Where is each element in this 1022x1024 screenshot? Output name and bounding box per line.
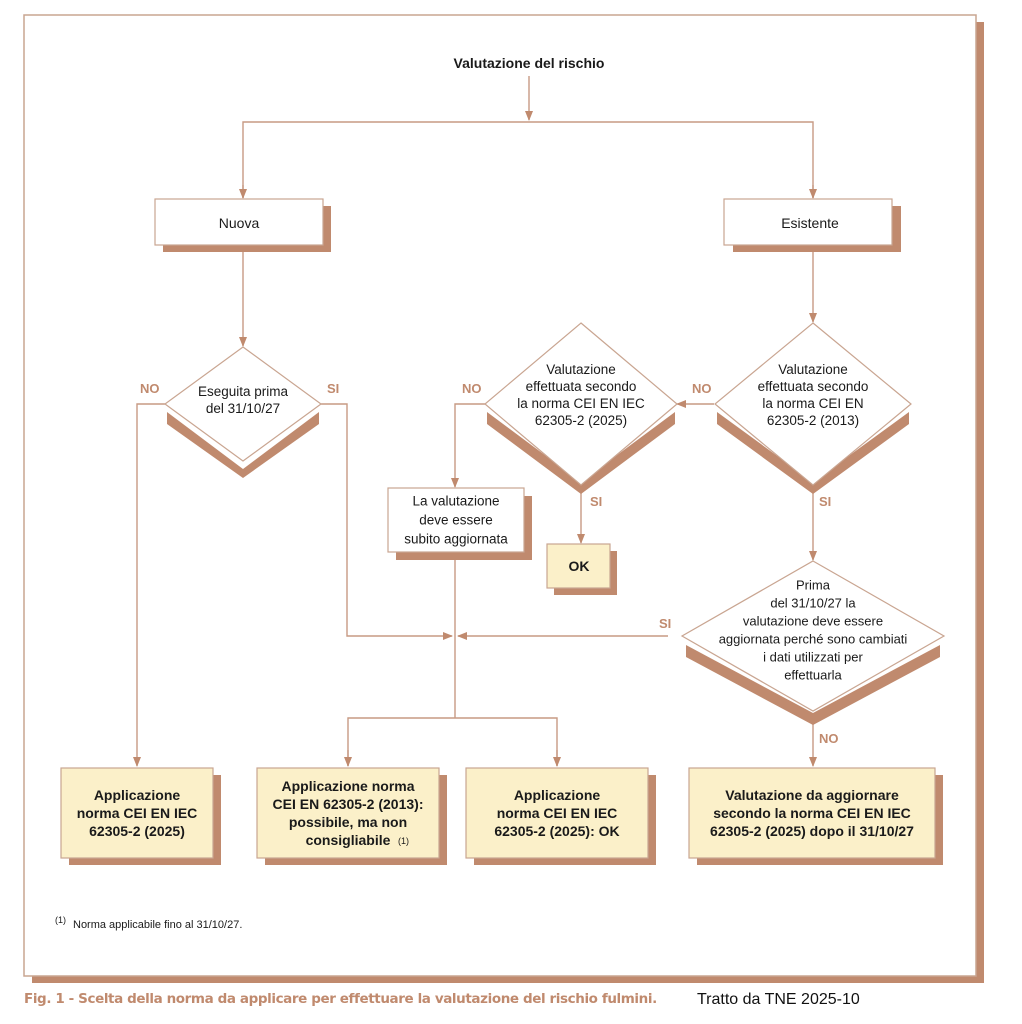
node-text-line: norma CEI EN IEC bbox=[497, 805, 618, 821]
node-prima-aggiornata: Prima del 31/10/27 la valutazione deve ess… bbox=[680, 560, 946, 725]
node-text-line: 62305-2 (2025) dopo il 31/10/27 bbox=[710, 823, 914, 839]
node-text-line: subito aggiornata bbox=[404, 532, 508, 547]
node-text-line: Valutazione bbox=[778, 362, 848, 377]
node-text-line: CEI EN 62305-2 (2013): bbox=[273, 796, 424, 812]
node-text-line: Applicazione bbox=[94, 787, 181, 803]
source-credit: Tratto da TNE 2025-10 bbox=[697, 991, 860, 1008]
footnote: (1) Norma applicabile fino al 31/10/27. bbox=[55, 915, 242, 931]
node-text-line: Esistente bbox=[781, 215, 839, 231]
node-text-line: i dati utilizzati per bbox=[763, 650, 863, 665]
arrow-eseguita-no bbox=[133, 403, 165, 767]
node-eseguita-prima: Eseguita prima del 31/10/27 bbox=[163, 346, 323, 478]
node-da-aggiornare: Valutazione da aggiornare secondo la norm… bbox=[688, 767, 943, 865]
figure-caption: Fig. 1 - Scelta della norma da applicare… bbox=[24, 991, 657, 1007]
node-text-line: 62305-2 (2025): OK bbox=[494, 823, 619, 839]
node-text-line: effettuata secondo bbox=[758, 379, 869, 394]
node-text-line: norma CEI EN IEC bbox=[77, 805, 198, 821]
node-applicazione-2025-ok-text: Applicazione norma CEI EN IEC 62305-2 (202… bbox=[494, 787, 619, 839]
node-text-line: secondo la norma CEI EN IEC bbox=[713, 805, 911, 821]
node-text-line: Valutazione da aggiornare bbox=[725, 787, 899, 803]
node-text-line: effettuarla bbox=[784, 668, 842, 683]
node-applicazione-2025-text: Applicazione norma CEI EN IEC 62305-2 (202… bbox=[77, 787, 198, 839]
node-text-line: valutazione deve essere bbox=[743, 614, 883, 629]
node-valutazione-2025: Valutazione effettuata secondo la norma CE… bbox=[484, 322, 678, 494]
node-text-line: La valutazione bbox=[412, 494, 499, 509]
node-da-aggiornare-text: Valutazione da aggiornare secondo la norm… bbox=[710, 787, 914, 839]
merge-split bbox=[347, 717, 558, 766]
node-esistente-text: Esistente bbox=[781, 215, 839, 231]
footnote-text: Norma applicabile fino al 31/10/27. bbox=[73, 919, 242, 931]
footnote-ref: (1) bbox=[398, 836, 409, 846]
node-valutazione-2013-text: Valutazione effettuata secondo la norma CE… bbox=[758, 362, 869, 428]
node-text-line: effettuata secondo bbox=[526, 379, 637, 394]
node-text-line: del 31/10/27 bbox=[206, 401, 280, 416]
node-text-line: consigliabile bbox=[306, 832, 391, 848]
node-text-line: la norma CEI EN bbox=[762, 396, 863, 411]
node-ok-text: OK bbox=[569, 558, 590, 574]
node-subito-aggiornata-text: La valutazione deve essere subito aggiorna… bbox=[404, 494, 508, 547]
node-text-line: Nuova bbox=[219, 215, 260, 231]
arrow-val2025-no bbox=[451, 403, 485, 488]
split-line bbox=[242, 121, 814, 198]
node-nuova-text: Nuova bbox=[219, 215, 260, 231]
node-applicazione-2025-ok: Applicazione norma CEI EN IEC 62305-2 (202… bbox=[465, 767, 656, 865]
node-ok: OK bbox=[546, 543, 617, 595]
label-eseguita-no: NO bbox=[140, 381, 160, 396]
arrow-eseguita-si bbox=[321, 403, 453, 640]
label-val2013-si: SI bbox=[819, 494, 831, 509]
node-text-line: deve essere bbox=[419, 513, 493, 528]
node-text-line: la norma CEI EN IEC bbox=[517, 396, 645, 411]
node-text-line: 62305-2 (2025) bbox=[89, 823, 185, 839]
node-subito-aggiornata: La valutazione deve essere subito aggiorna… bbox=[387, 487, 532, 560]
node-applicazione-2025: Applicazione norma CEI EN IEC 62305-2 (202… bbox=[60, 767, 221, 865]
label-prima-no: NO bbox=[819, 731, 839, 746]
label-prima-si: SI bbox=[659, 616, 671, 631]
connectors bbox=[133, 76, 817, 767]
node-nuova: Nuova bbox=[154, 198, 331, 252]
node-text-line: 62305-2 (2013) bbox=[767, 413, 859, 428]
node-eseguita-prima-text: Eseguita prima del 31/10/27 bbox=[198, 384, 289, 416]
node-text-line: aggiornata perché sono cambiati bbox=[719, 632, 908, 647]
diagram-title: Valutazione del rischio bbox=[454, 55, 605, 71]
footnote-marker: (1) bbox=[55, 915, 66, 925]
node-text-line: OK bbox=[569, 558, 590, 574]
node-text-line: Prima bbox=[796, 578, 831, 593]
node-text-line: Valutazione bbox=[546, 362, 616, 377]
node-text-line: possibile, ma non bbox=[289, 814, 407, 830]
node-text-line: Eseguita prima bbox=[198, 384, 289, 399]
node-valutazione-2013: Valutazione effettuata secondo la norma CE… bbox=[714, 322, 912, 494]
node-esistente: Esistente bbox=[723, 198, 901, 252]
node-valutazione-2025-text: Valutazione effettuata secondo la norma CE… bbox=[517, 362, 645, 428]
label-eseguita-si: SI bbox=[327, 381, 339, 396]
label-val2013-no: NO bbox=[692, 381, 712, 396]
label-val2025-no: NO bbox=[462, 381, 482, 396]
node-text-line: 62305-2 (2025) bbox=[535, 413, 627, 428]
label-val2025-si: SI bbox=[590, 494, 602, 509]
node-text-line: del 31/10/27 la bbox=[770, 596, 856, 611]
node-prima-aggiornata-text: Prima del 31/10/27 la valutazione deve ess… bbox=[719, 578, 908, 683]
node-text-line: Applicazione norma bbox=[281, 778, 414, 794]
node-text-line: Applicazione bbox=[514, 787, 601, 803]
